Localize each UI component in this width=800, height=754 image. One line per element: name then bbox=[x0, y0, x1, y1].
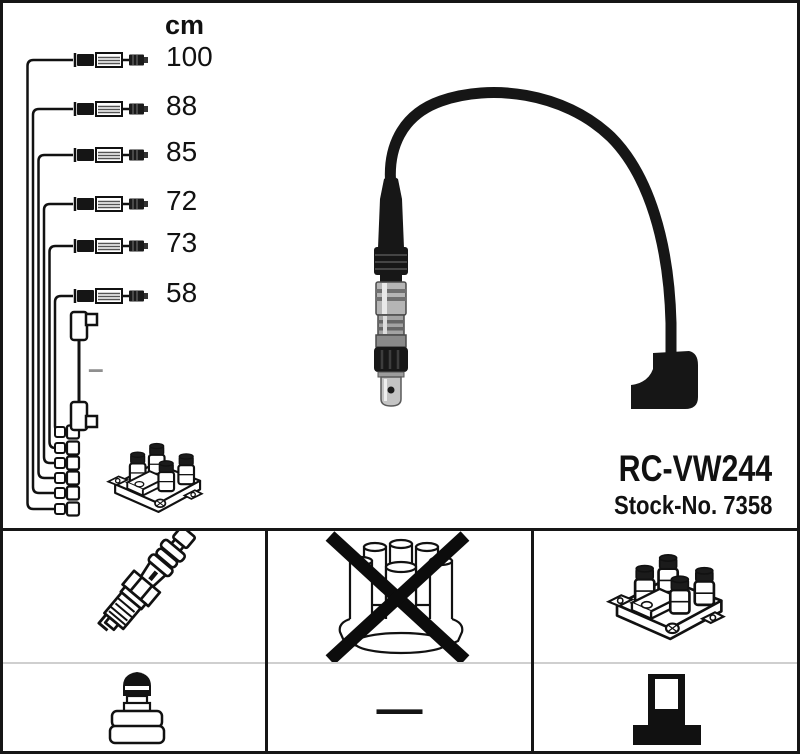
main-cable-photo bbox=[374, 87, 698, 409]
cell-spark-plug bbox=[3, 531, 265, 662]
coil-terminal-icon bbox=[633, 674, 701, 745]
bracket-tree bbox=[26, 58, 73, 511]
cable-kit-diagram bbox=[26, 51, 698, 517]
table-column-divider-1 bbox=[265, 528, 268, 751]
cell-ignition-coil bbox=[534, 531, 797, 662]
table-column-divider-2 bbox=[531, 528, 534, 751]
cell-not-applicable: — bbox=[376, 681, 423, 734]
cable-icon-73 bbox=[73, 237, 150, 255]
cable-icon-72 bbox=[73, 195, 150, 213]
cell-distributor-cap bbox=[268, 531, 531, 662]
cell-plug-terminal bbox=[3, 664, 265, 751]
coil-wire-icon bbox=[69, 310, 99, 432]
length-value-1: 100 bbox=[166, 41, 213, 72]
part-number: RC-VW244 bbox=[618, 448, 772, 489]
length-value-5: 73 bbox=[166, 227, 198, 258]
unit-label: cm bbox=[165, 10, 205, 40]
table-top-border bbox=[3, 528, 797, 531]
length-value-2: 88 bbox=[166, 90, 198, 121]
coil-wire-length-marker: – bbox=[88, 353, 104, 384]
plug-terminal-icon bbox=[108, 672, 166, 745]
cable-icon-88 bbox=[73, 100, 150, 118]
table-row-divider bbox=[3, 662, 797, 664]
length-value-4: 72 bbox=[166, 185, 198, 216]
cable-icon-85 bbox=[73, 146, 150, 164]
cell-coil-terminal bbox=[534, 664, 797, 751]
stock-number: Stock-No. 7358 bbox=[613, 490, 772, 520]
cable-icon-100 bbox=[73, 51, 150, 69]
ignition-coil-pack-icon bbox=[607, 553, 725, 641]
length-value-6: 58 bbox=[166, 277, 198, 308]
spark-plug-icon bbox=[97, 531, 197, 632]
length-value-3: 85 bbox=[166, 136, 198, 167]
distributor-cap-crossed-icon bbox=[325, 531, 470, 662]
terminal-pairs bbox=[53, 424, 81, 517]
cable-icon-58 bbox=[73, 287, 150, 305]
ignition-coil-drawing bbox=[107, 442, 203, 514]
